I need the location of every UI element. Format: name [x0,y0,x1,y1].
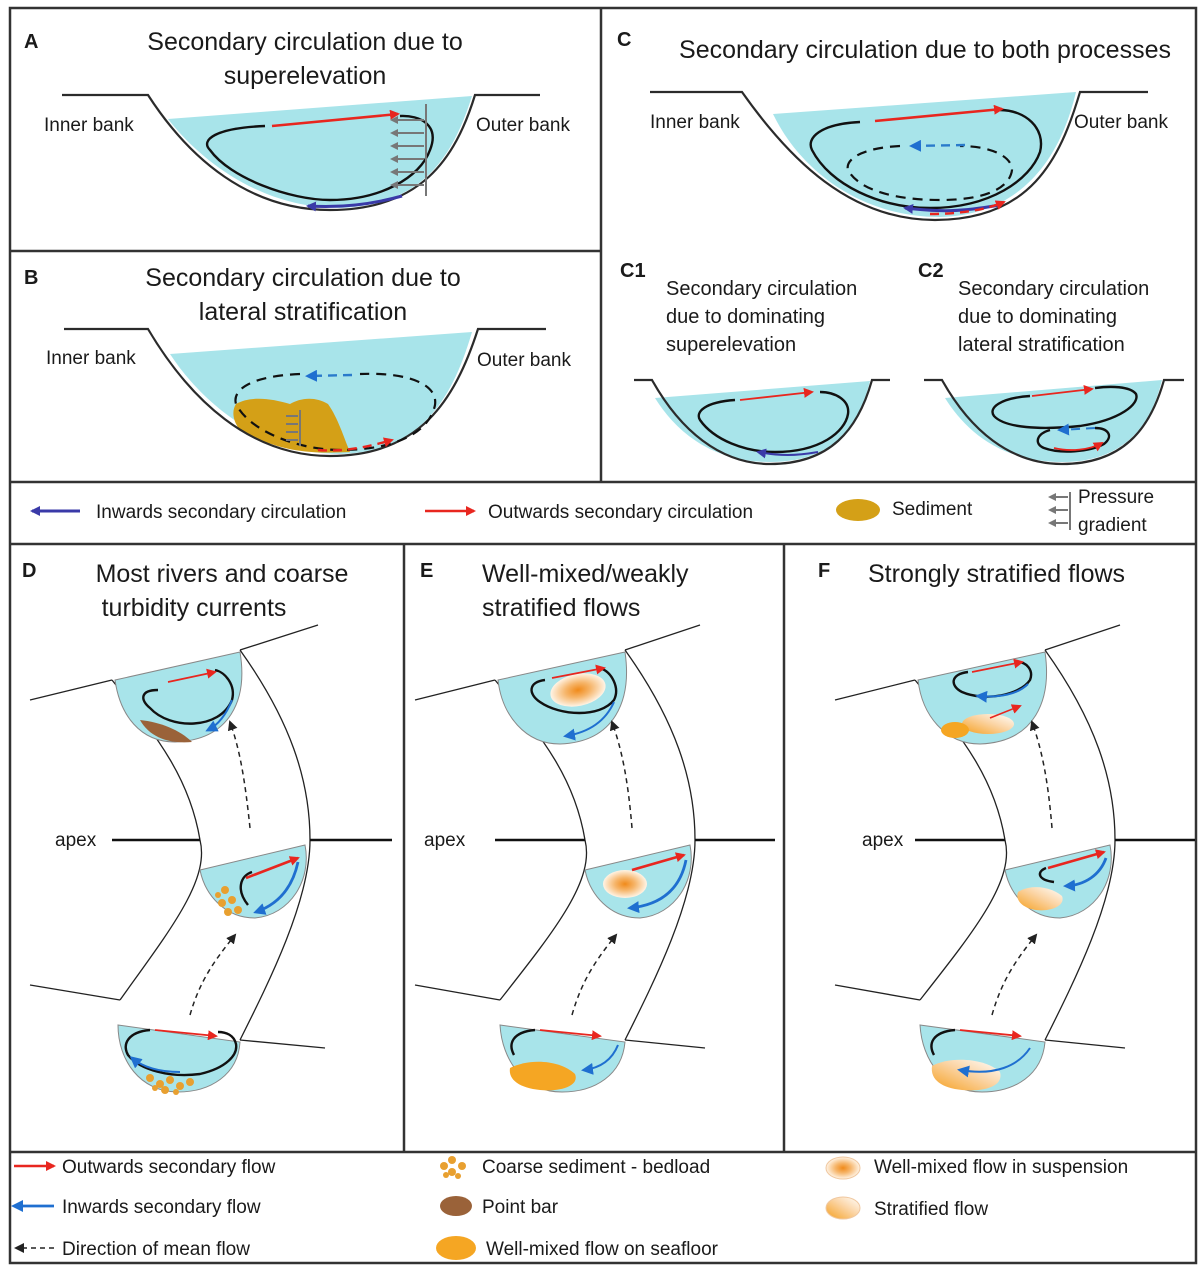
legend-stratified-label: Stratified flow [874,1199,988,1220]
panel-a-inward-arrow [306,194,403,212]
panel-f-strat-top [962,714,1014,734]
legend-inwards-flow-label: Inwards secondary flow [62,1197,261,1218]
panel-c-outer-bank: Outer bank [1074,112,1168,133]
panel-c2: C2 Secondary circulation due to dominati… [918,260,1184,466]
panel-c-channel [650,90,1148,222]
legend-stratified-swatch [825,1196,861,1220]
panel-c-title: Secondary circulation due to both proces… [679,36,1171,64]
panel-c-inner-loop [846,144,1014,202]
panel-c: C Secondary circulation due to both proc… [617,29,1171,222]
panel-c1-letter: C1 [620,260,646,282]
panel-c-outward-arrow [874,104,1004,123]
legend-outwards-label: Outwards secondary circulation [488,502,753,523]
panel-d-bedload-middle [215,886,242,916]
panel-b: B Secondary circulation due to lateral s… [24,264,571,458]
panel-d-letter: D [22,560,36,582]
panel-c-water [773,92,1076,217]
legend-outwards-flow-label: Outwards secondary flow [62,1157,276,1178]
legend-seafloor-label: Well-mixed flow on seafloor [486,1239,719,1260]
panel-a-title-1: Secondary circulation due to [147,28,462,56]
panel-c1-line-3: superelevation [666,334,796,356]
panel-c2-letter: C2 [918,260,944,282]
panel-e-letter: E [420,560,433,582]
panel-d-title-2: turbidity currents [102,594,287,622]
panel-c2-line-2: due to dominating [958,306,1117,328]
legend-top: Inwards secondary circulation Outwards s… [30,487,1154,536]
legend-suspension-swatch [825,1156,861,1180]
panel-b-outer-bank: Outer bank [477,350,571,371]
panel-c-inner-bank: Inner bank [650,112,740,133]
panel-b-sediment [233,398,350,453]
panel-a-pressure-gradient [390,104,427,196]
panel-a: A Secondary circulation due to superelev… [24,28,570,212]
panel-a-letter: A [24,31,38,53]
panel-f-strat-middle [1017,887,1063,911]
legend-pressure-line-2: gradient [1078,515,1147,536]
panel-c2-line-3: lateral stratification [958,334,1125,356]
panel-c1: C1 Secondary circulation due to dominati… [620,260,890,466]
panel-b-outward-arrow [317,437,394,452]
panel-d-apex: apex [55,830,97,851]
panel-c2-line-1: Secondary circulation [958,278,1149,300]
panel-c-inward-arrow [903,203,1001,214]
panel-a-water [168,96,472,208]
panel-f-title: Strongly stratified flows [868,560,1125,588]
legend-inwards-label: Inwards secondary circulation [96,502,346,523]
panel-e-title-1: Well-mixed/weakly [482,560,689,588]
panel-d: D Most rivers and coarse turbidity curre… [22,560,392,1095]
panel-e-suspension-top [550,673,606,707]
panel-b-pressure-gradient [286,410,301,446]
panel-d-title-1: Most rivers and coarse [96,560,349,588]
legend-coarse-sediment-icon [440,1156,466,1179]
legend-pressure-line-1: Pressure [1078,487,1154,508]
panel-frames [8,6,1198,1265]
panel-f: F Strongly stratified flows apex [818,560,1195,1093]
panel-c-outer-loop [809,108,1043,210]
panel-a-inner-bank: Inner bank [44,115,134,136]
panel-f-letter: F [818,560,830,582]
panel-e: E Well-mixed/weakly stratified flows ape… [414,560,775,1093]
legend-point-bar-swatch [440,1196,472,1216]
panel-b-title-1: Secondary circulation due to [145,264,460,292]
panel-a-outer-bank: Outer bank [476,115,570,136]
panel-a-title-2: superelevation [224,62,387,90]
panel-f-apex: apex [862,830,904,851]
panel-c1-line-2: due to dominating [666,306,825,328]
panel-a-outward-arrow [271,109,400,128]
panel-e-title-2: stratified flows [482,594,640,622]
legend-sediment-label: Sediment [892,499,973,520]
panel-a-channel [62,93,540,212]
panel-b-title-2: lateral stratification [199,298,407,326]
panel-b-inner-bank: Inner bank [46,348,136,369]
panel-a-circulation-loop [205,114,434,202]
panel-e-suspension-middle [603,870,647,898]
legend-bottom: Outwards secondary flow Inwards secondar… [11,1156,1128,1260]
panel-e-seafloor-flow [509,1061,576,1091]
panel-d-bedload-bottom [146,1074,194,1095]
panel-b-inward-arrow [305,369,353,382]
legend-mean-flow-label: Direction of mean flow [62,1239,250,1260]
panel-c-inward-dashed-arrow [909,139,966,152]
panel-d-point-bar [140,720,192,743]
panel-b-letter: B [24,267,38,289]
legend-suspension-label: Well-mixed flow in suspension [874,1157,1128,1178]
legend-pressure-icon [1048,492,1071,530]
panel-c-letter: C [617,29,631,51]
legend-seafloor-swatch [436,1236,476,1260]
panel-b-channel [64,327,546,458]
panel-e-apex: apex [424,830,466,851]
legend-point-bar-label: Point bar [482,1197,559,1218]
legend-coarse-sediment-label: Coarse sediment - bedload [482,1157,710,1178]
panel-c-outward-dashed-arrow [929,200,1006,216]
legend-sediment-swatch [836,499,880,521]
panel-c1-line-1: Secondary circulation [666,278,857,300]
